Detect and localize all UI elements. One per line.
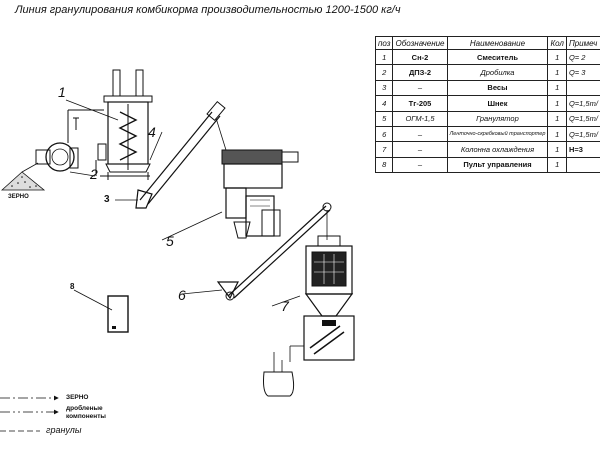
scale-hopper bbox=[135, 189, 153, 209]
screw-conveyor bbox=[139, 100, 227, 205]
row-note: Q=1,5т/ bbox=[565, 110, 600, 127]
row-name: Гранулятор bbox=[446, 110, 549, 127]
row-designation: ДПЗ-2 bbox=[392, 64, 448, 81]
granulator bbox=[221, 149, 299, 239]
row-designation: Тг-205 bbox=[392, 95, 448, 112]
row-designation: – bbox=[392, 79, 448, 97]
row-pos: 3 bbox=[374, 79, 394, 97]
label-grain: ЗЕРНО bbox=[8, 194, 29, 200]
belt-conveyor bbox=[216, 202, 332, 301]
table-row: 5 ОГМ-1,5 Гранулятор 1 Q=1,5т/ bbox=[374, 110, 600, 127]
diagram-title: Линия гранулирования комбикорма производ… bbox=[15, 4, 401, 16]
row-note: Q=1,5т/ bbox=[565, 95, 600, 112]
table-row: 1 Сн-2 Смеситель 1 Q= 2 bbox=[374, 48, 600, 66]
grain-pile bbox=[0, 162, 46, 191]
product-bag bbox=[263, 352, 295, 397]
label-pos-8: 8 bbox=[70, 282, 75, 291]
label-pos-7: 7 bbox=[281, 298, 289, 314]
crusher bbox=[35, 109, 104, 172]
row-qty: 1 bbox=[547, 79, 567, 97]
row-designation: ОГМ-1,5 bbox=[392, 110, 448, 127]
row-pos: 4 bbox=[374, 95, 394, 112]
row-note: Q= 3 bbox=[565, 64, 600, 81]
table-row: 2 ДПЗ-2 Дробилка 1 Q= 3 bbox=[374, 64, 600, 81]
row-pos: 5 bbox=[374, 110, 394, 127]
table-row: 7 – Колонна охлаждения 1 H=3 bbox=[374, 141, 600, 158]
label-pos-5: 5 bbox=[166, 233, 174, 249]
cooling-column bbox=[289, 235, 355, 362]
legend-grain: ЗЕРНО bbox=[66, 394, 89, 401]
specification-table: поз Обозначение Наименование Кол Примеч … bbox=[374, 36, 600, 174]
row-name: Шнек bbox=[446, 95, 549, 112]
table-row: 3 – Весы 1 bbox=[374, 79, 600, 97]
leader-lines bbox=[65, 99, 301, 311]
legend-lines bbox=[0, 395, 59, 432]
row-name: Весы bbox=[446, 79, 549, 97]
control-panel bbox=[107, 295, 129, 333]
label-pos-4: 4 bbox=[148, 124, 156, 140]
row-designation: – bbox=[392, 156, 448, 174]
label-pos-2: 2 bbox=[90, 166, 98, 182]
table-row: 4 Тг-205 Шнек 1 Q=1,5т/ bbox=[374, 95, 600, 112]
mixer bbox=[95, 69, 153, 180]
label-pos-6: 6 bbox=[178, 287, 186, 303]
legend-granules: гранулы bbox=[46, 425, 82, 435]
row-pos: 8 bbox=[374, 156, 394, 174]
row-name: Дробилка bbox=[446, 64, 549, 81]
legend-crushed: дробленые компоненты bbox=[66, 405, 106, 420]
label-pos-1: 1 bbox=[58, 84, 66, 100]
row-name: Пульт управления bbox=[446, 156, 549, 174]
row-pos: 2 bbox=[374, 64, 394, 81]
label-pos-3: 3 bbox=[104, 194, 110, 205]
